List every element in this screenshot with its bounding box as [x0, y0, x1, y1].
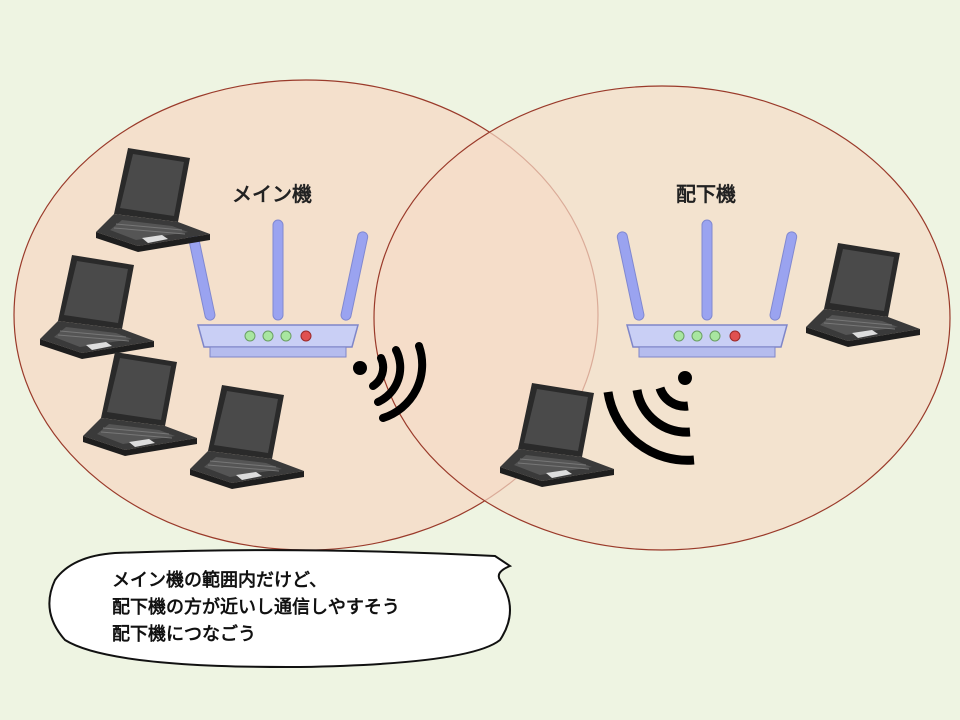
speech-bubble-text: メイン機の範囲内だけど、 配下機の方が近いし通信しやすそう 配下機につなごう	[112, 567, 400, 648]
speech-line: 配下機につなごう	[112, 624, 256, 645]
speech-line: 配下機の方が近いし通信しやすそう	[112, 597, 400, 618]
sub-coverage-area	[373, 85, 951, 551]
speech-bubble	[48, 549, 513, 669]
main-router-label: メイン機	[232, 182, 312, 206]
sub-router-label: 配下機	[676, 182, 736, 206]
wifi-signal-icon	[353, 342, 427, 422]
wifi-signal-icon	[603, 371, 695, 465]
speech-line: メイン機の範囲内だけど、	[112, 570, 328, 591]
